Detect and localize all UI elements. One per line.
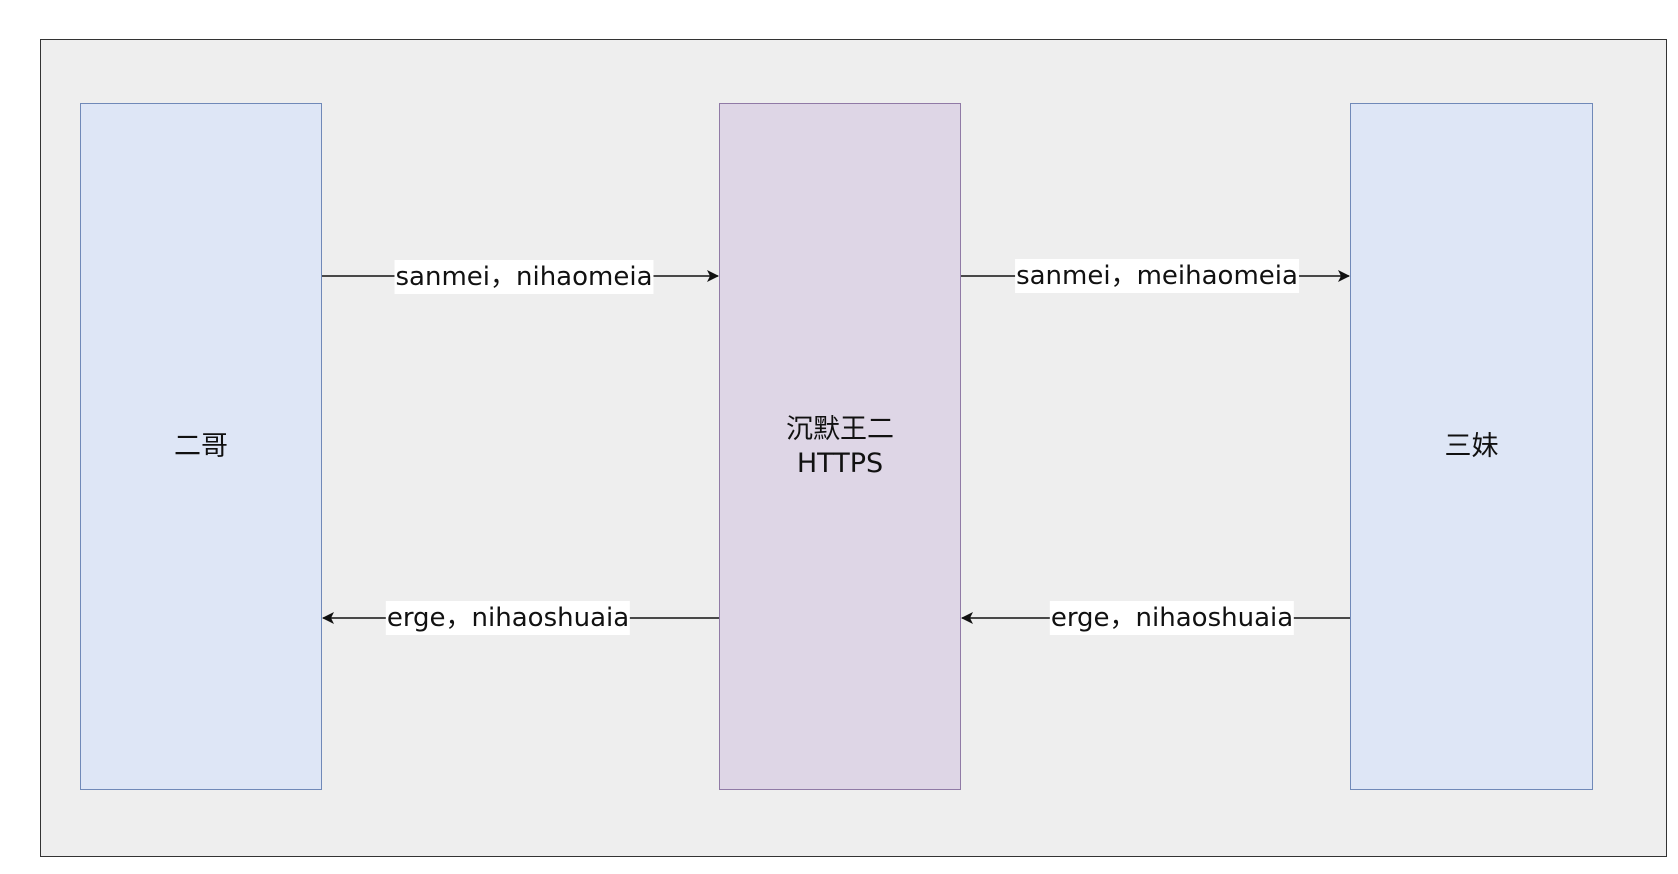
edge-label-erge-to-middle: sanmei，nihaomeia — [394, 260, 654, 294]
edge-label-middle-to-sanmei: sanmei，meihaomeia — [1015, 259, 1299, 293]
node-erge[interactable]: 二哥 — [80, 103, 322, 790]
node-erge-label: 二哥 — [174, 430, 228, 462]
middleman-protocol: HTTPS — [796, 447, 884, 479]
edge-label-middle-to-erge: erge，nihaoshuaia — [385, 601, 631, 635]
node-https-middleman-label: 沉默王二 HTTPS — [786, 413, 894, 481]
edge-label-sanmei-to-middle: erge，nihaoshuaia — [1049, 601, 1295, 635]
node-https-middleman[interactable]: 沉默王二 HTTPS — [719, 103, 961, 790]
node-sanmei-label: 三妹 — [1444, 430, 1499, 462]
node-sanmei[interactable]: 三妹 — [1350, 103, 1593, 790]
middleman-name: 沉默王二 — [786, 413, 894, 445]
